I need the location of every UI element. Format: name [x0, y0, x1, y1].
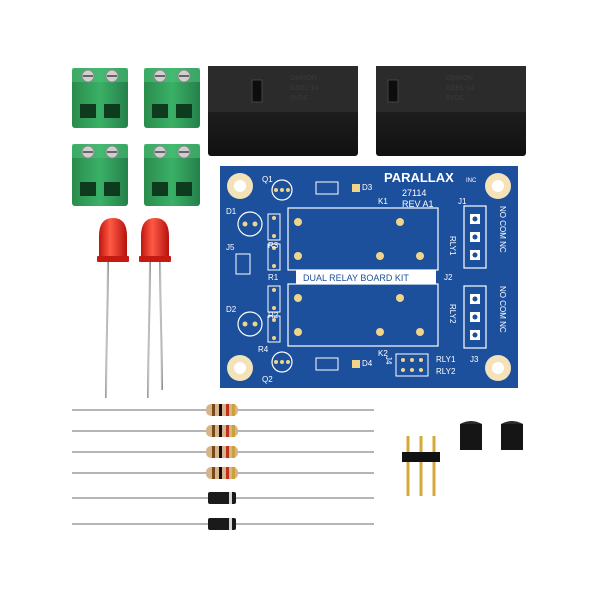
pcb-label-rly1-header: RLY1 — [436, 355, 456, 364]
relay-2-brand: OMRON — [446, 75, 473, 82]
pcb-brand-suffix: INC — [466, 178, 477, 184]
pcb-label-d2: D2 — [226, 305, 237, 314]
led-1 — [97, 218, 129, 399]
relay-2-model: G5RL-14 — [446, 85, 475, 92]
pcb-label-d3: D3 — [362, 183, 373, 192]
pcb-board: DUAL RELAY BOARD KIT PARALLAX INC 27114 … — [220, 166, 518, 388]
pcb-label-term1: NO COM NC — [498, 206, 507, 253]
terminal-block-2 — [144, 68, 200, 128]
pcb-label-k2: K2 — [378, 349, 388, 358]
pcb-label-rly2-header: RLY2 — [436, 367, 456, 376]
pcb-label-j3: J3 — [470, 355, 479, 364]
terminal-block-1 — [72, 68, 128, 128]
relay-2-voltage: 5VDC — [446, 95, 465, 102]
pcb-label-j1: J1 — [458, 197, 467, 206]
header-pins — [402, 436, 440, 496]
relay-1: OMRON G5RL-14 5VDC — [208, 66, 358, 156]
resistor-2 — [72, 425, 374, 437]
pcb-label-j4: J4 — [384, 356, 393, 365]
relay-1-voltage: 5VDC — [290, 95, 309, 102]
relay-2: OMRON G5RL-14 5VDC — [376, 66, 526, 156]
transistor-2 — [501, 421, 523, 518]
pcb-label-r1: R1 — [268, 273, 279, 282]
relay-1-brand: OMRON — [290, 75, 317, 82]
pcb-label-d1: D1 — [226, 207, 237, 216]
pcb-label-rly2: RLY2 — [448, 304, 457, 324]
pcb-label-term2: NO COM NC — [498, 286, 507, 333]
resistor-4 — [72, 467, 374, 479]
pcb-part-number: 27114 — [402, 188, 426, 198]
pcb-brand: PARALLAX — [384, 170, 454, 185]
resistor-3 — [72, 446, 374, 458]
pcb-label-q1: Q1 — [262, 175, 273, 184]
pcb-label-q2: Q2 — [262, 375, 273, 384]
terminal-block-4 — [144, 144, 200, 206]
pcb-title: DUAL RELAY BOARD KIT — [303, 273, 409, 283]
pcb-label-k1: K1 — [378, 197, 388, 206]
pcb-label-r3: R3 — [268, 241, 279, 250]
pcb-label-j2: J2 — [444, 273, 453, 282]
pcb-label-r4: R4 — [258, 345, 269, 354]
diode-2 — [72, 518, 374, 530]
pcb-label-j5: J5 — [226, 243, 235, 252]
diode-1 — [72, 492, 374, 504]
led-2 — [139, 218, 171, 399]
transistor-1 — [460, 421, 482, 518]
resistor-1 — [72, 404, 374, 416]
pcb-label-r2: R2 — [268, 311, 279, 320]
terminal-block-3 — [72, 144, 128, 206]
pcb-label-rly1: RLY1 — [448, 236, 457, 256]
pcb-revision: REV A1 — [402, 199, 434, 209]
relay-1-model: G5RL-14 — [290, 85, 319, 92]
pcb-label-d4: D4 — [362, 359, 373, 368]
